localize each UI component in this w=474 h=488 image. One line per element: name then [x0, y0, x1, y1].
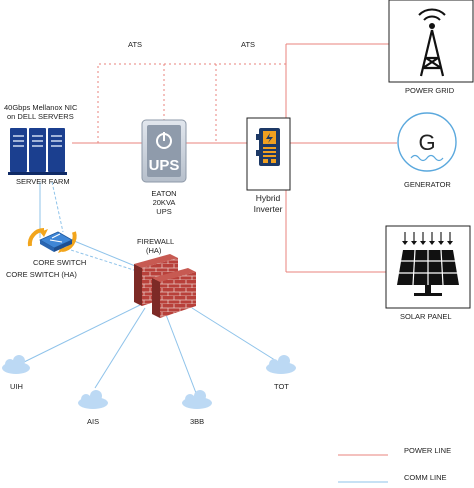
- generator-label: GENERATOR: [404, 180, 451, 189]
- ups-type-label: UPS: [156, 207, 172, 216]
- link-firewall-ais: [94, 307, 146, 389]
- core-switch-icon: [27, 227, 77, 253]
- ats-label-left: ATS: [128, 40, 143, 49]
- legend-comm-line-label: COMM LINE: [404, 473, 447, 482]
- cloud-icon-3bb: [182, 390, 212, 409]
- isp-label-uih: UIH: [10, 382, 23, 391]
- inverter-label-line2: Inverter: [253, 204, 283, 214]
- inverter-icon: [246, 117, 291, 191]
- power-lines: [72, 43, 397, 273]
- server-rack-icon: [8, 128, 67, 175]
- ats-label-right: ATS: [241, 40, 256, 49]
- ups-rating-label: 20KVA: [152, 198, 176, 207]
- link-firewall-3bb: [164, 311, 197, 394]
- link-firewall-uih: [19, 304, 141, 365]
- firewall-icon: [134, 254, 196, 318]
- ups-badge-text: UPS: [149, 157, 180, 174]
- server-desc-label: on DELL SERVERS: [7, 112, 74, 121]
- isp-label-3bb: 3BB: [190, 417, 205, 426]
- core-switch-label: CORE SWITCH: [33, 258, 87, 267]
- ups-icon: UPS: [141, 119, 187, 183]
- cloud-icon-uih: [2, 355, 30, 374]
- core-switch-ha-label: CORE SWITCH (HA): [6, 270, 77, 279]
- firewall-label: FIREWALL: [137, 237, 175, 246]
- legend-power-line-label: POWER LINE: [404, 446, 452, 455]
- isp-label-tot: TOT: [274, 382, 289, 391]
- generator-letter: G: [418, 130, 435, 155]
- inverter-label-line1: Hybrid: [255, 193, 281, 203]
- legend: [338, 454, 388, 483]
- power-grid-label: POWER GRID: [405, 86, 455, 95]
- solar-panel-icon: [385, 225, 471, 309]
- cloud-icon-tot: [266, 355, 296, 374]
- ats-dotted-lines: [97, 63, 286, 143]
- firewall-ha-label: (HA): [146, 246, 162, 255]
- isp-label-ais: AIS: [87, 417, 100, 426]
- link-firewall-tot: [191, 307, 279, 363]
- power-grid-icon: [388, 0, 474, 83]
- server-nic-label: 40Gbps Mellanox NIC: [4, 103, 78, 112]
- solar-panel-label: SOLAR PANEL: [400, 312, 452, 321]
- cloud-icon-ais: [78, 390, 108, 409]
- comm-line-server-switch-ha: [51, 181, 64, 233]
- ups-brand-label: EATON: [151, 189, 177, 198]
- generator-icon: G: [397, 112, 457, 172]
- isp-links: [19, 304, 279, 394]
- server-farm-label: SERVER FARM: [16, 177, 70, 186]
